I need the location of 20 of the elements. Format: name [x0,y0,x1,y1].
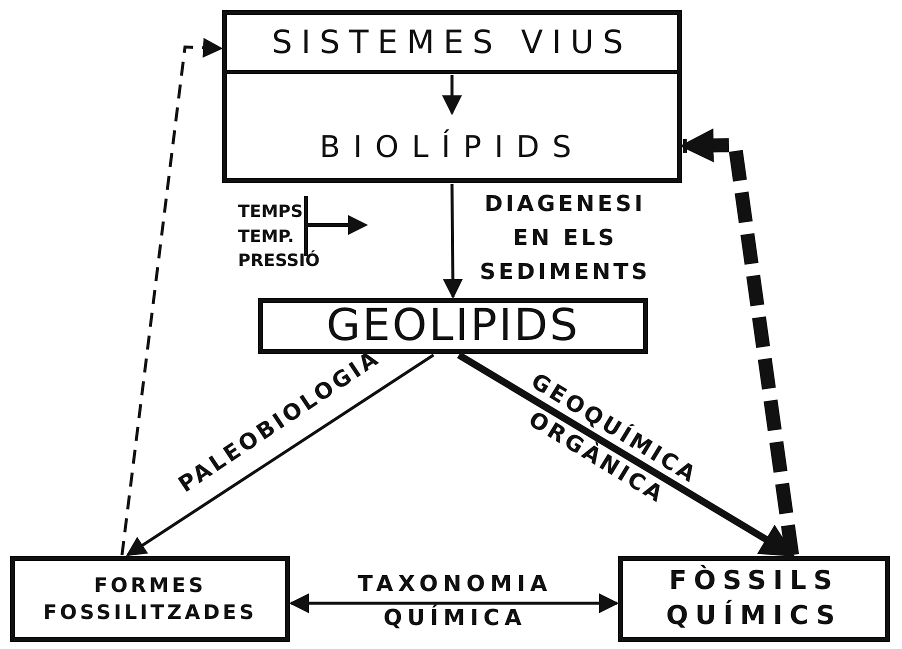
box-label: BIOLÍPIDS [320,128,584,166]
process-box [222,10,682,74]
arrow [126,354,434,556]
process-box [258,298,648,354]
note-label: TEMPS TEMP. PRESSIÓ [238,201,318,274]
box-label: FÒSSILS QUÍMICS [665,564,843,633]
process-box [618,556,890,642]
arrow [442,75,462,116]
box-label: GEOLIPIDS [326,299,580,354]
dashed-arrow [680,128,800,556]
edge-label: DIAGENESI EN ELS SEDIMENTS [478,191,652,288]
arrow [289,593,619,614]
box-label: SISTEMES VIUS [272,22,632,63]
dashed-arrow [120,38,223,556]
arrow [457,352,795,558]
process-box [10,556,290,642]
process-box [222,74,682,183]
box-label: FORMES FOSSILITZADES [42,572,258,626]
edge-label: TAXONOMIA QUÍMICA [356,571,554,634]
arrow [442,184,463,299]
